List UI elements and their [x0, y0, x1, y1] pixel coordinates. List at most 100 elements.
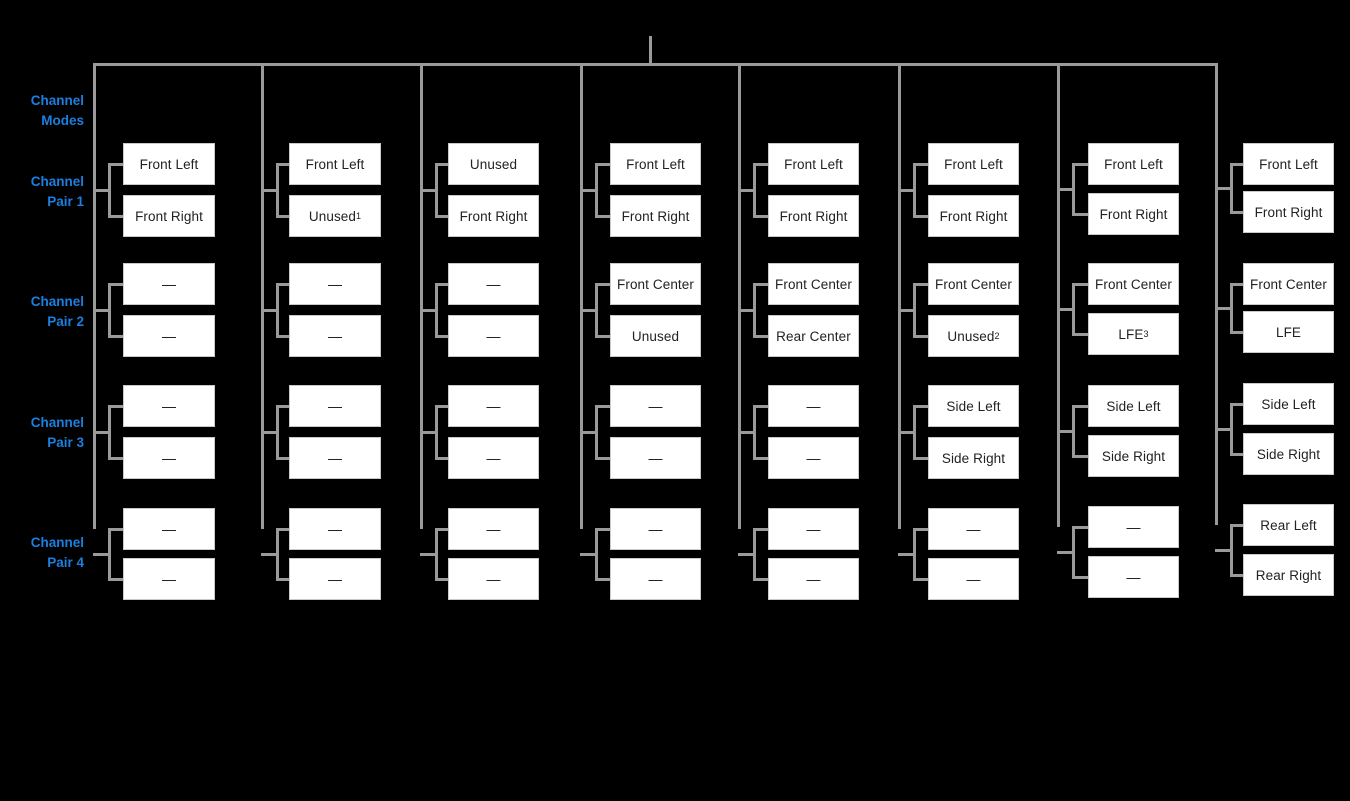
column-1-pair-3-arm-b — [108, 457, 125, 460]
channel-node[interactable]: — — [768, 385, 859, 427]
channel-node[interactable]: Front Right — [1243, 191, 1334, 233]
column-2-pair-1-bracket — [276, 164, 279, 216]
channel-node[interactable]: Rear Left — [1243, 504, 1334, 546]
channel-node[interactable]: — — [289, 508, 381, 550]
channel-node[interactable]: — — [610, 508, 701, 550]
channel-node[interactable]: Front Right — [928, 195, 1019, 237]
channel-node[interactable]: LFE — [1243, 311, 1334, 353]
channel-node[interactable]: Front Center — [1243, 263, 1334, 305]
channel-node[interactable]: — — [928, 508, 1019, 550]
channel-node[interactable]: Unused — [610, 315, 701, 357]
column-8-pair-4-stub — [1215, 549, 1232, 552]
channel-node[interactable]: — — [289, 437, 381, 479]
channel-node[interactable]: Front Right — [1088, 193, 1179, 235]
channel-node[interactable]: — — [610, 385, 701, 427]
channel-node[interactable]: — — [123, 558, 215, 600]
column-3-pair-2-stub — [420, 309, 437, 312]
channel-node-label: — — [806, 571, 821, 587]
channel-node-label: — — [161, 571, 177, 587]
channel-node-label: Front Right — [135, 208, 203, 224]
channel-node[interactable]: — — [1088, 506, 1179, 548]
channel-node[interactable]: — — [768, 558, 859, 600]
column-1-pair-1-bracket — [108, 164, 111, 216]
channel-node[interactable]: Front Center — [768, 263, 859, 305]
column-6-pair-2-arm-a — [913, 283, 930, 286]
row-label-line2: Pair 4 — [47, 555, 84, 570]
channel-node[interactable]: Front Right — [448, 195, 539, 237]
channel-node[interactable]: Side Right — [1243, 433, 1334, 475]
channel-node[interactable]: — — [123, 263, 215, 305]
channel-node[interactable]: Side Left — [928, 385, 1019, 427]
channel-node[interactable]: — — [928, 558, 1019, 600]
channel-node[interactable]: — — [448, 263, 539, 305]
channel-node[interactable]: Front Center — [928, 263, 1019, 305]
channel-node[interactable]: Front Left — [1088, 143, 1179, 185]
column-4-pair-1-arm-a — [595, 163, 612, 166]
channel-node[interactable]: Front Center — [1088, 263, 1179, 305]
channel-node[interactable]: Front Left — [768, 143, 859, 185]
root-stem — [649, 36, 652, 65]
channel-node[interactable]: — — [123, 385, 215, 427]
channel-node-label: — — [486, 328, 501, 344]
channel-node-label: Front Center — [1250, 276, 1327, 292]
column-3-pair-1-arm-a — [435, 163, 450, 166]
channel-node[interactable]: Front Right — [123, 195, 215, 237]
column-7-pair-3-arm-a — [1072, 405, 1090, 408]
column-6-pair-1-arm-b — [913, 215, 930, 218]
column-6-pair-2-arm-b — [913, 335, 930, 338]
channel-node[interactable]: Side Left — [1088, 385, 1179, 427]
channel-node[interactable]: — — [123, 315, 215, 357]
channel-node[interactable]: — — [448, 508, 539, 550]
channel-node[interactable]: Front Left — [610, 143, 701, 185]
column-6-pair-3-stub — [898, 431, 915, 434]
channel-node-label: Front Left — [1259, 156, 1318, 172]
channel-node[interactable]: Side Left — [1243, 383, 1334, 425]
channel-node[interactable]: — — [123, 508, 215, 550]
channel-node[interactable]: — — [448, 558, 539, 600]
column-1-spine — [93, 63, 96, 529]
column-5-pair-3-bracket — [753, 406, 756, 458]
channel-node[interactable]: — — [289, 315, 381, 357]
channel-node[interactable]: Front Left — [1243, 143, 1334, 185]
channel-node[interactable]: — — [768, 437, 859, 479]
channel-node-label: — — [327, 276, 343, 292]
channel-node[interactable]: — — [610, 558, 701, 600]
channel-node-label: Unused — [631, 328, 680, 344]
channel-node[interactable]: — — [289, 263, 381, 305]
column-3-pair-2-bracket — [435, 284, 438, 336]
channel-node[interactable]: Rear Center — [768, 315, 859, 357]
column-2-pair-2-bracket — [276, 284, 279, 336]
channel-node-label: Front Right — [621, 208, 690, 224]
channel-node[interactable]: — — [448, 437, 539, 479]
channel-node[interactable]: — — [289, 558, 381, 600]
column-5-spine — [738, 63, 741, 529]
column-1-pair-2-stub — [93, 309, 110, 312]
channel-node[interactable]: Front Left — [928, 143, 1019, 185]
channel-node[interactable]: Front Right — [768, 195, 859, 237]
channel-node[interactable]: Unused — [448, 143, 539, 185]
channel-node[interactable]: Side Right — [928, 437, 1019, 479]
row-label-channel-pair-2: Channel Pair 2 — [6, 292, 84, 332]
column-4-pair-3-arm-a — [595, 405, 612, 408]
column-7-pair-4-arm-b — [1072, 576, 1090, 579]
channel-node[interactable]: — — [448, 315, 539, 357]
channel-node[interactable]: Rear Right — [1243, 554, 1334, 596]
channel-node[interactable]: — — [123, 437, 215, 479]
column-8-pair-2-arm-b — [1230, 331, 1245, 334]
channel-node[interactable]: Front Left — [289, 143, 381, 185]
column-5-pair-3-stub — [738, 431, 755, 434]
channel-node[interactable]: Front Center — [610, 263, 701, 305]
channel-node-label: Unused — [947, 328, 995, 344]
channel-node[interactable]: — — [1088, 556, 1179, 598]
channel-node[interactable]: — — [289, 385, 381, 427]
channel-node[interactable]: — — [448, 385, 539, 427]
column-2-pair-4-arm-b — [276, 578, 291, 581]
channel-node[interactable]: Front Left — [123, 143, 215, 185]
channel-node[interactable]: Side Right — [1088, 435, 1179, 477]
channel-node[interactable]: — — [768, 508, 859, 550]
channel-node[interactable]: Front Right — [610, 195, 701, 237]
channel-node[interactable]: — — [610, 437, 701, 479]
